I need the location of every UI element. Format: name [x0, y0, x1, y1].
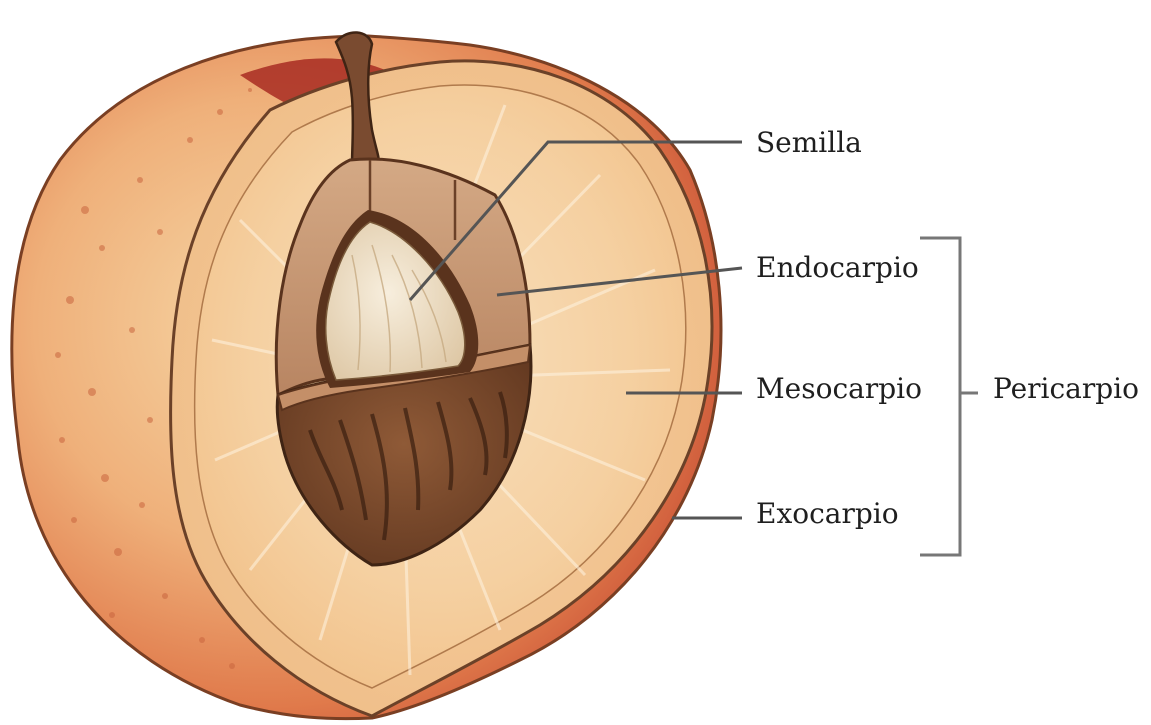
- label-exocarpio: Exocarpio: [756, 500, 899, 528]
- label-endocarpio: Endocarpio: [756, 254, 919, 282]
- label-mesocarpio: Mesocarpio: [756, 375, 922, 403]
- label-pericarpio: Pericarpio: [993, 375, 1139, 403]
- label-semilla: Semilla: [756, 129, 862, 157]
- pericarp-bracket: [920, 238, 978, 555]
